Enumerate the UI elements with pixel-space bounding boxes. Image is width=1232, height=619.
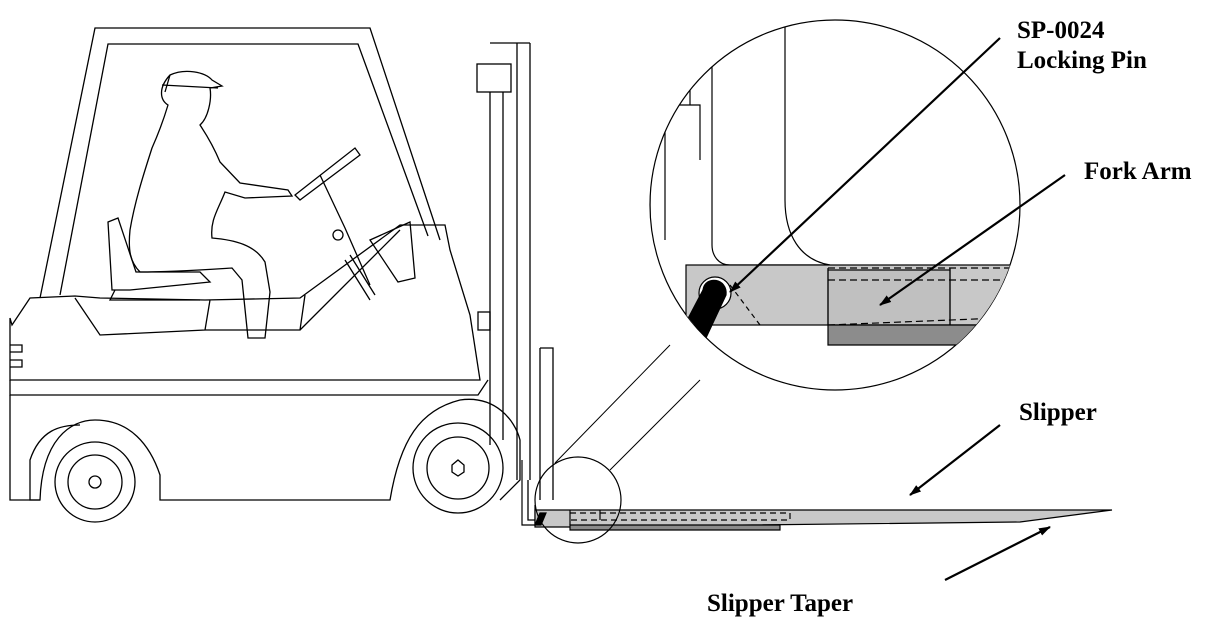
forklift [9, 27, 554, 523]
arrow-locking-pin [729, 37, 1001, 293]
arrow-slipper [909, 424, 1001, 496]
slipper-label: Slipper [1019, 399, 1097, 426]
fork-and-slipper [521, 460, 1113, 531]
arrow-fork-arm [879, 174, 1066, 306]
front-wheel [412, 422, 504, 514]
rear-wheel [54, 441, 136, 523]
locking-pin-label: SP-0024 Locking Pin [1017, 16, 1147, 76]
callout-arrows [729, 37, 1066, 581]
slipper-taper-label: Slipper Taper [707, 590, 854, 617]
locking-pin-part-number: SP-0024 [1017, 17, 1105, 44]
locking-pin-name: Locking Pin [1017, 47, 1147, 74]
detail-callout-circle [534, 456, 622, 544]
fork-carriage [527, 347, 554, 521]
fork-arm-label: Fork Arm [1084, 158, 1192, 185]
seat [107, 217, 212, 301]
forklift-body [9, 224, 481, 381]
chassis [9, 395, 521, 501]
arrow-slipper-taper [944, 526, 1051, 581]
locking-pin-small [534, 512, 547, 526]
steering-column [294, 147, 371, 286]
cab-frame [39, 27, 441, 299]
zoom-detail [649, 19, 1021, 391]
mast [476, 42, 531, 480]
operator [128, 70, 294, 339]
